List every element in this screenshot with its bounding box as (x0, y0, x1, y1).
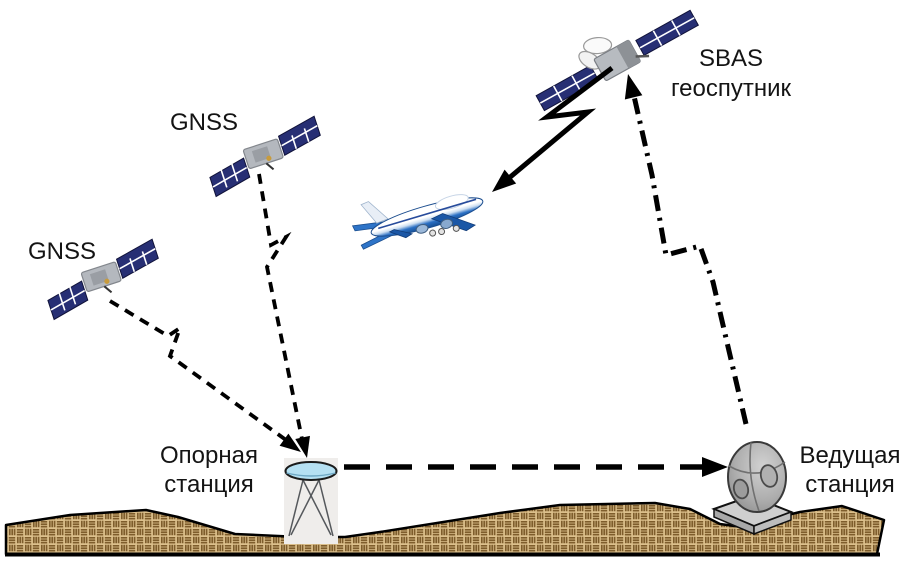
arrowhead (279, 433, 301, 452)
link-gnss-left-to-reference (109, 299, 301, 452)
dish-feed-hole (732, 478, 750, 500)
platform-front-right (753, 510, 792, 536)
label-reference-line2: станция (164, 471, 254, 498)
master-station-dish-icon (711, 441, 794, 536)
window-stripe (378, 198, 477, 230)
link-gnss-top-to-reference (257, 173, 310, 458)
label-master-station: Ведущая станция (790, 441, 910, 499)
landing-gear (429, 224, 460, 237)
link-reference-to-master (344, 457, 728, 477)
cockpit-hump (434, 194, 469, 211)
arrowhead (624, 74, 643, 100)
label-sbas: SBAS геоспутник (661, 44, 801, 104)
label-master-line1: Ведущая (799, 442, 901, 469)
label-gnss-left-text: GNSS (27, 238, 96, 265)
label-master-line2: станция (805, 471, 895, 498)
arrowhead (492, 169, 517, 192)
arrowhead (702, 457, 728, 477)
label-gnss-top-text: GNSS (169, 109, 238, 136)
label-reference-station: Опорная станция (149, 441, 269, 499)
tail-fin (360, 201, 389, 224)
label-sbas-line1: SBAS (698, 45, 764, 72)
label-sbas-line2: геоспутник (670, 75, 792, 102)
reference-station-antenna-icon (284, 458, 338, 544)
link-master-to-sbas (624, 74, 749, 425)
engine (440, 218, 454, 229)
label-gnss-top: GNSS (162, 108, 246, 137)
dish-feed-hole (759, 464, 779, 488)
link-sbas-to-aircraft (492, 66, 614, 192)
antenna-mast (288, 479, 334, 537)
airplane-icon (351, 194, 484, 250)
label-reference-line1: Опорная (160, 442, 258, 469)
terrain-ground (4, 501, 886, 557)
arrowhead (295, 435, 310, 458)
engine (415, 223, 429, 234)
antenna-dome (284, 461, 338, 481)
label-gnss-left: GNSS (20, 237, 104, 266)
starboard-stabilizer (388, 229, 414, 239)
